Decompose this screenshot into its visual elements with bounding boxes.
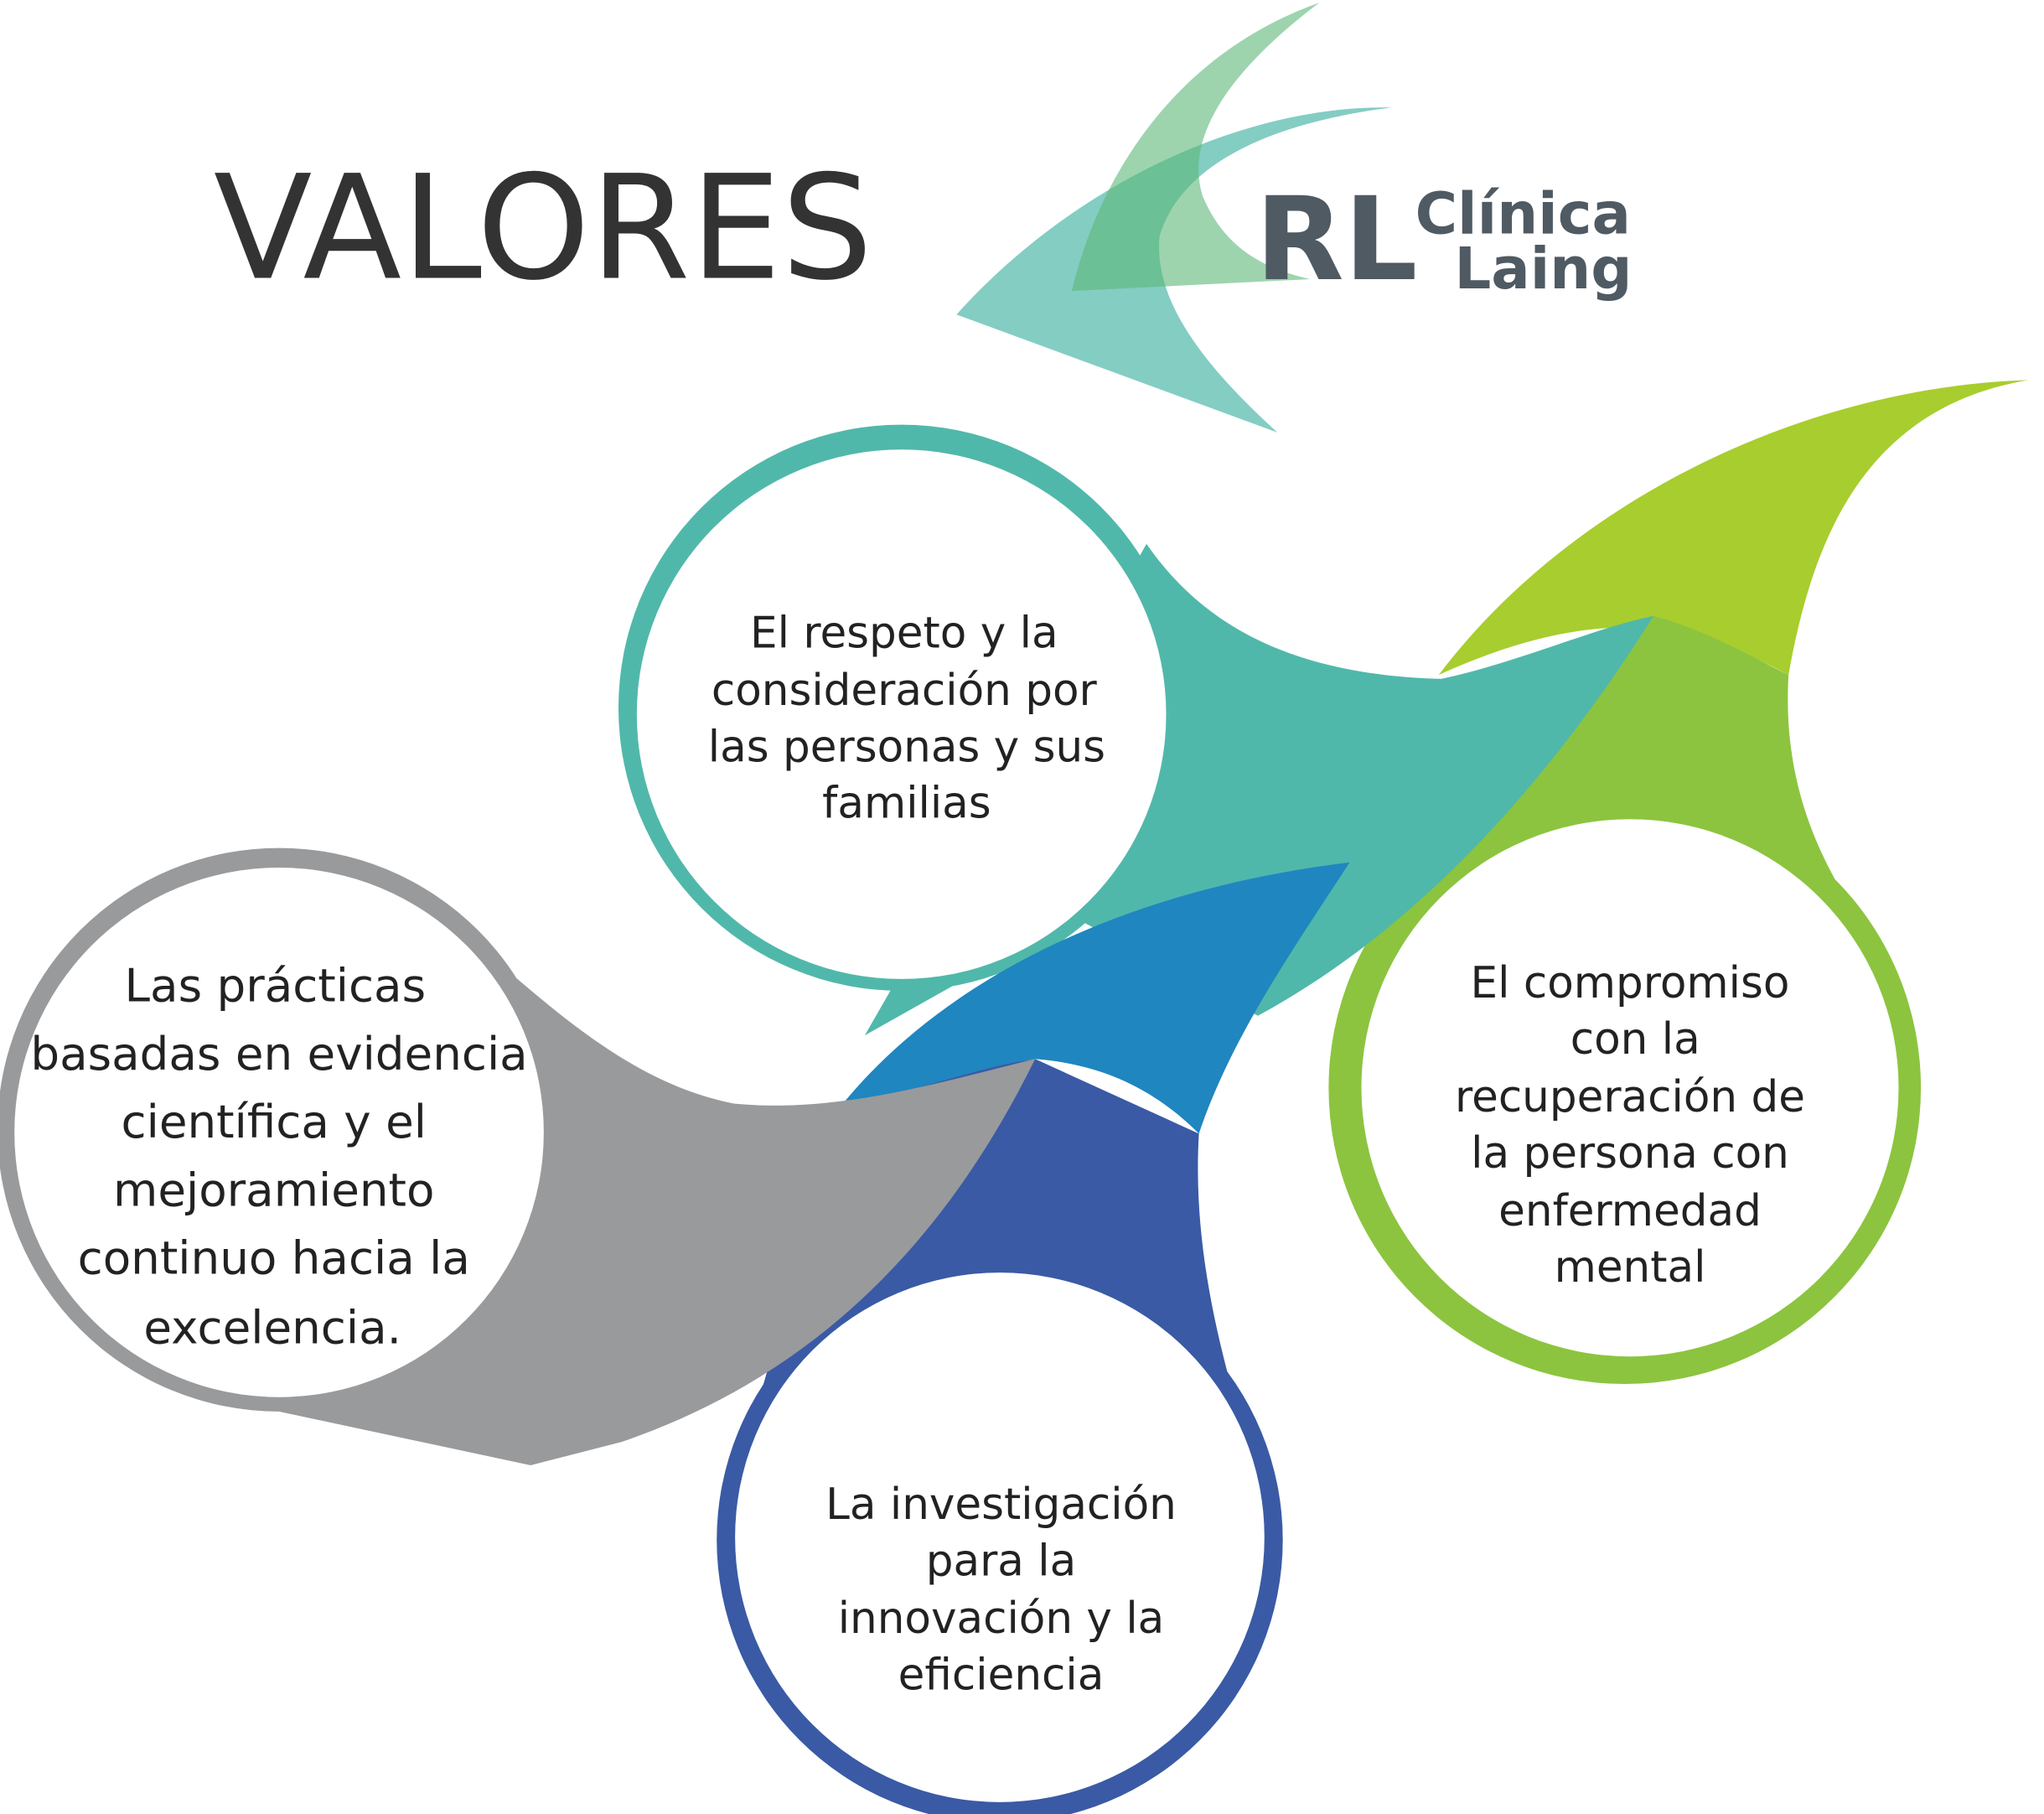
value-line: la persona con [1471, 1128, 1789, 1179]
practicas-circle [14, 868, 544, 1397]
value-line: basadas en evidencia [30, 1027, 527, 1081]
value-line: familias [822, 779, 991, 829]
compromiso-text: El compromiso con la recuperación de la … [1455, 958, 1805, 1293]
value-line: científica y el [122, 1095, 427, 1148]
value-line: La investigación [825, 1480, 1177, 1530]
value-line: eficiencia [898, 1650, 1105, 1700]
value-line: enfermedad [1498, 1186, 1762, 1236]
logo-mark: RL [1255, 173, 1418, 307]
mid-blue-band [845, 862, 1350, 1134]
page-title: VALORES [214, 143, 873, 312]
green-leaf [1438, 380, 2029, 676]
value-line: El respeto y la [750, 608, 1058, 658]
value-line: mejoramiento [113, 1163, 434, 1216]
respeto-circle [636, 449, 1167, 979]
logo-line1: Clínica [1415, 180, 1631, 247]
investigacion-circle [735, 1272, 1265, 1802]
value-line: con la [1571, 1014, 1700, 1065]
value-line: Las prácticas [125, 959, 427, 1013]
practicas-text: Las prácticas basadas en evidencia cient… [30, 959, 527, 1355]
compromiso-circle [1361, 819, 1899, 1357]
value-line: excelencia. [143, 1301, 401, 1355]
value-line: innovación y la [838, 1594, 1165, 1644]
value-line: para la [926, 1536, 1077, 1586]
value-line: consideración por [712, 666, 1098, 716]
value-line: mental [1555, 1242, 1706, 1293]
investigacion-text: La investigación para la innovación y la… [825, 1480, 1177, 1700]
logo-line2: Laing [1454, 236, 1632, 303]
logo-green-swoosh [1071, 3, 1320, 292]
value-line: El compromiso [1471, 958, 1790, 1008]
value-line: las personas y sus [708, 722, 1105, 772]
value-line: recuperación de [1455, 1072, 1805, 1122]
value-line: continuo hacia la [78, 1231, 470, 1285]
logo-teal-swoosh [956, 107, 1392, 433]
respeto-text: El respeto y la consideración por las pe… [708, 608, 1105, 828]
